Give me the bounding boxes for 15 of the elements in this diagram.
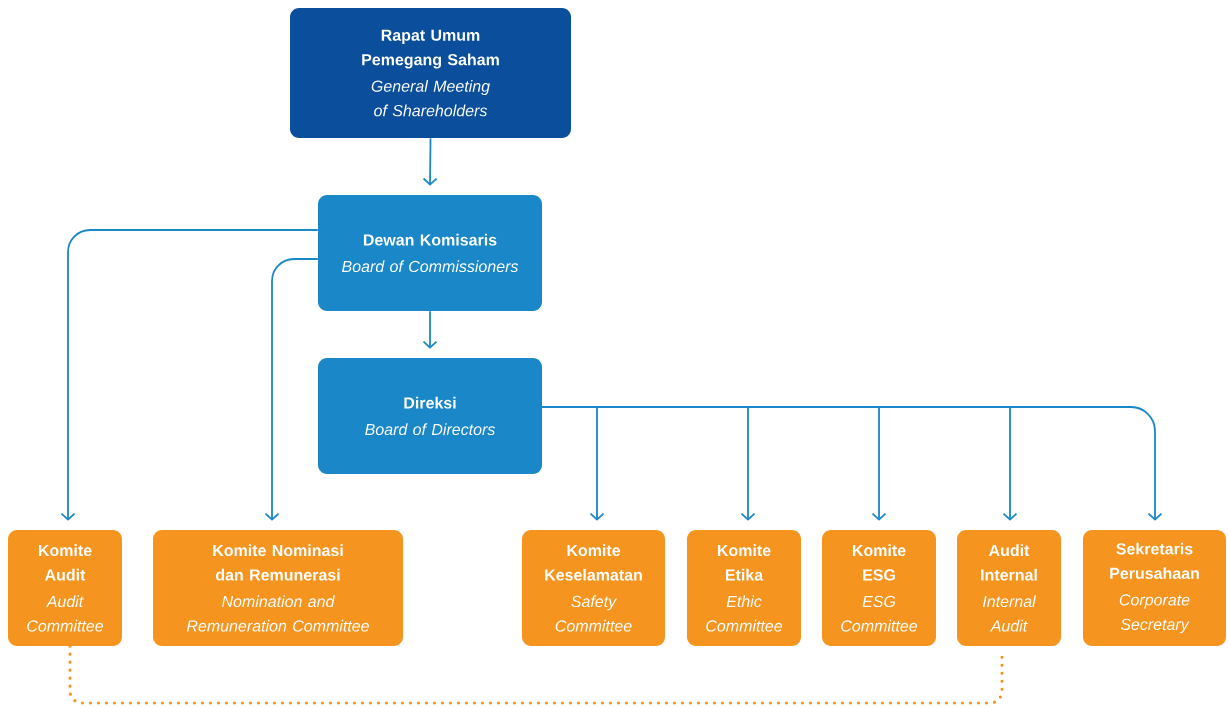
org-box: Komite Etika Ethic Committee (687, 530, 801, 646)
arrow (264, 258, 319, 521)
org-box: Sekretaris Perusahaan Corporate Secretary (1083, 530, 1226, 646)
org-box: Rapat Umum Pemegang Saham General Meeting of Shareholders (290, 8, 571, 138)
org-box: Audit Internal Internal Audit (957, 530, 1061, 646)
org-box: Komite Nominasi dan Remunerasi Nomination and Remuneration Committee (153, 530, 403, 646)
org-box: Komite Audit Audit Committee (8, 530, 122, 646)
arrow (541, 406, 1163, 521)
arrow (60, 229, 319, 521)
org-box: Komite ESG ESG Committee (822, 530, 936, 646)
arrow (422, 310, 438, 349)
arrow (422, 137, 438, 186)
org-box: Komite Keselamatan Safety Committee (522, 530, 665, 646)
org-box: Dewan Komisaris Board of Commissioners (318, 195, 542, 311)
org-box: Direksi Board of Directors (318, 358, 542, 474)
